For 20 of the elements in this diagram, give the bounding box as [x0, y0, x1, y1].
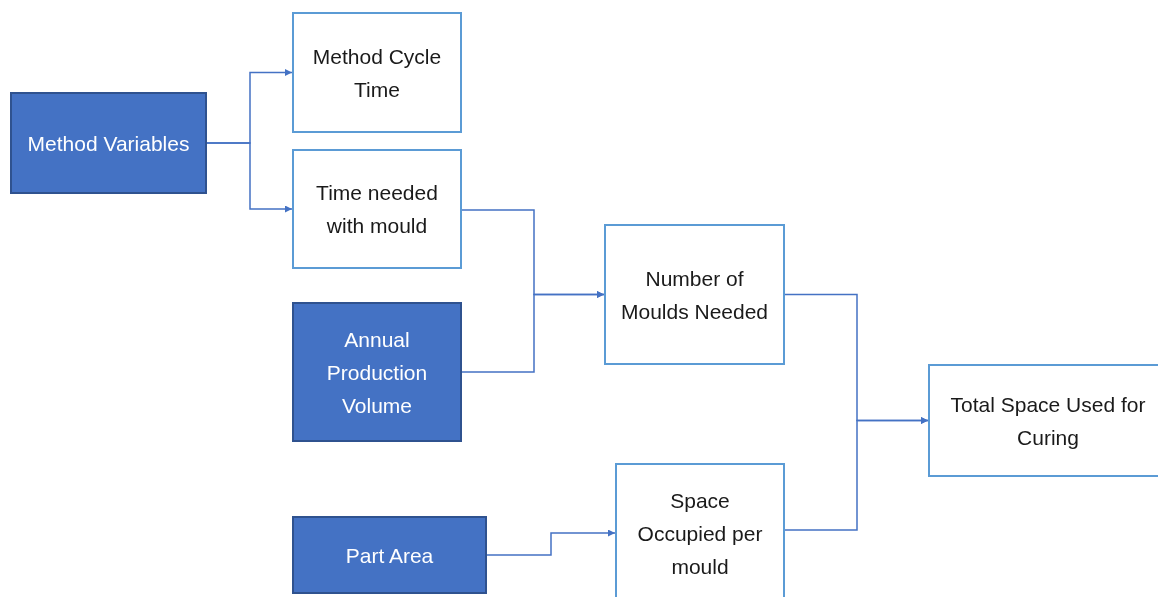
process-box — [292, 302, 462, 442]
box-label: Method Variables — [27, 130, 190, 157]
process-box — [615, 463, 785, 597]
arrow — [461, 291, 605, 373]
process-box — [928, 364, 1158, 477]
process-box — [604, 224, 785, 365]
process-box — [292, 12, 462, 133]
process-box — [292, 516, 487, 594]
process-box — [10, 92, 207, 194]
box-label: Annual Production Volume — [325, 326, 429, 419]
process-box — [292, 149, 462, 269]
box-label: Space Occupied per mould — [636, 487, 764, 580]
arrow — [784, 417, 929, 531]
box-label: Method Cycle Time — [311, 43, 443, 103]
box-label: Number of Moulds Needed — [619, 265, 770, 325]
arrow — [206, 142, 293, 213]
arrow — [486, 529, 616, 556]
box-label: Part Area — [345, 542, 434, 569]
box-label: Time needed with mould — [315, 180, 439, 239]
box-label: Total Space Used for Curing — [949, 391, 1147, 451]
